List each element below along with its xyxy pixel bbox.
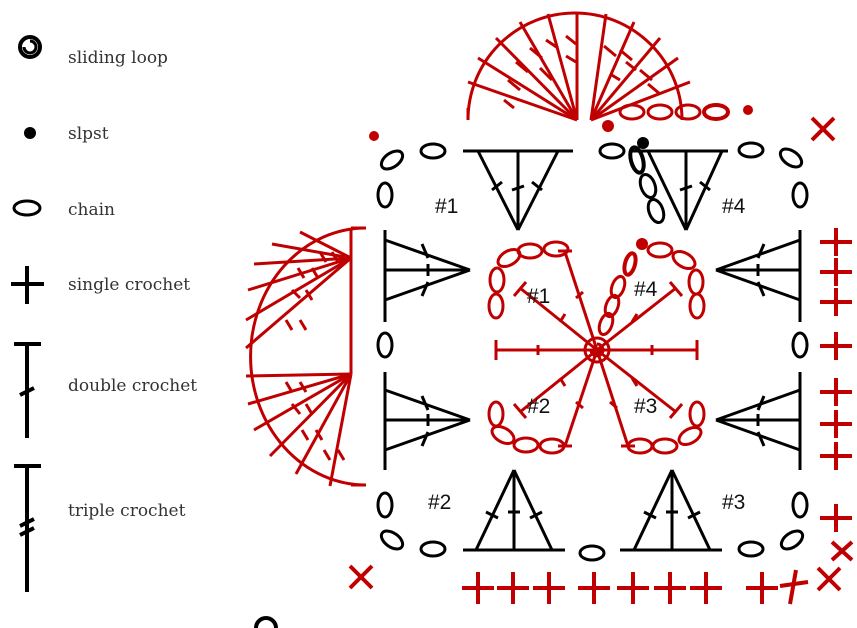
- slip-stitch-dot-icon: [602, 120, 614, 132]
- slip-stitch-dot-icon: [636, 238, 648, 250]
- legend-label-slpst: slpst: [68, 124, 109, 144]
- corner-slip-crosses: [348, 116, 854, 592]
- inner-label-1: #1: [527, 285, 550, 308]
- legend-label-triple-crochet: triple crochet: [68, 501, 186, 521]
- left-fan: [245, 226, 367, 487]
- outer-label-3: #3: [722, 491, 745, 514]
- outer-label-1: #1: [435, 195, 458, 218]
- inner-label-3: #3: [634, 395, 657, 418]
- inner-label-2: #2: [527, 395, 550, 418]
- legend-label-chain: chain: [68, 200, 115, 220]
- inner-round: [487, 240, 706, 455]
- single-crochet-cross-icon: [11, 266, 44, 304]
- slip-stitch-dot-icon: [637, 137, 649, 149]
- outer-label-2: #2: [428, 491, 451, 514]
- outer-round: [376, 141, 809, 562]
- top-fan: [466, 11, 730, 122]
- triple-crochet-icon: [14, 464, 41, 592]
- legend-label-single-crochet: single crochet: [68, 275, 190, 295]
- legend-label-sliding-loop: sliding loop: [68, 48, 168, 68]
- partial-sliding-loop-icon: [254, 616, 278, 628]
- slip-stitch-dot-icon: [743, 105, 753, 115]
- outer-label-4: #4: [722, 195, 746, 218]
- single-crochet-row-bottom: [462, 569, 809, 605]
- legend: sliding loop slpst chain single crochet …: [11, 35, 197, 592]
- slip-stitch-dot-icon: [24, 127, 36, 139]
- slip-stitch-dot-icon: [369, 131, 379, 141]
- double-crochet-icon: [14, 342, 41, 438]
- sliding-loop-icon: [18, 35, 42, 59]
- legend-label-double-crochet: double crochet: [68, 376, 197, 396]
- inner-label-4: #4: [634, 278, 658, 301]
- chain-oval-icon: [12, 199, 42, 217]
- single-crochet-row-right: [820, 228, 852, 532]
